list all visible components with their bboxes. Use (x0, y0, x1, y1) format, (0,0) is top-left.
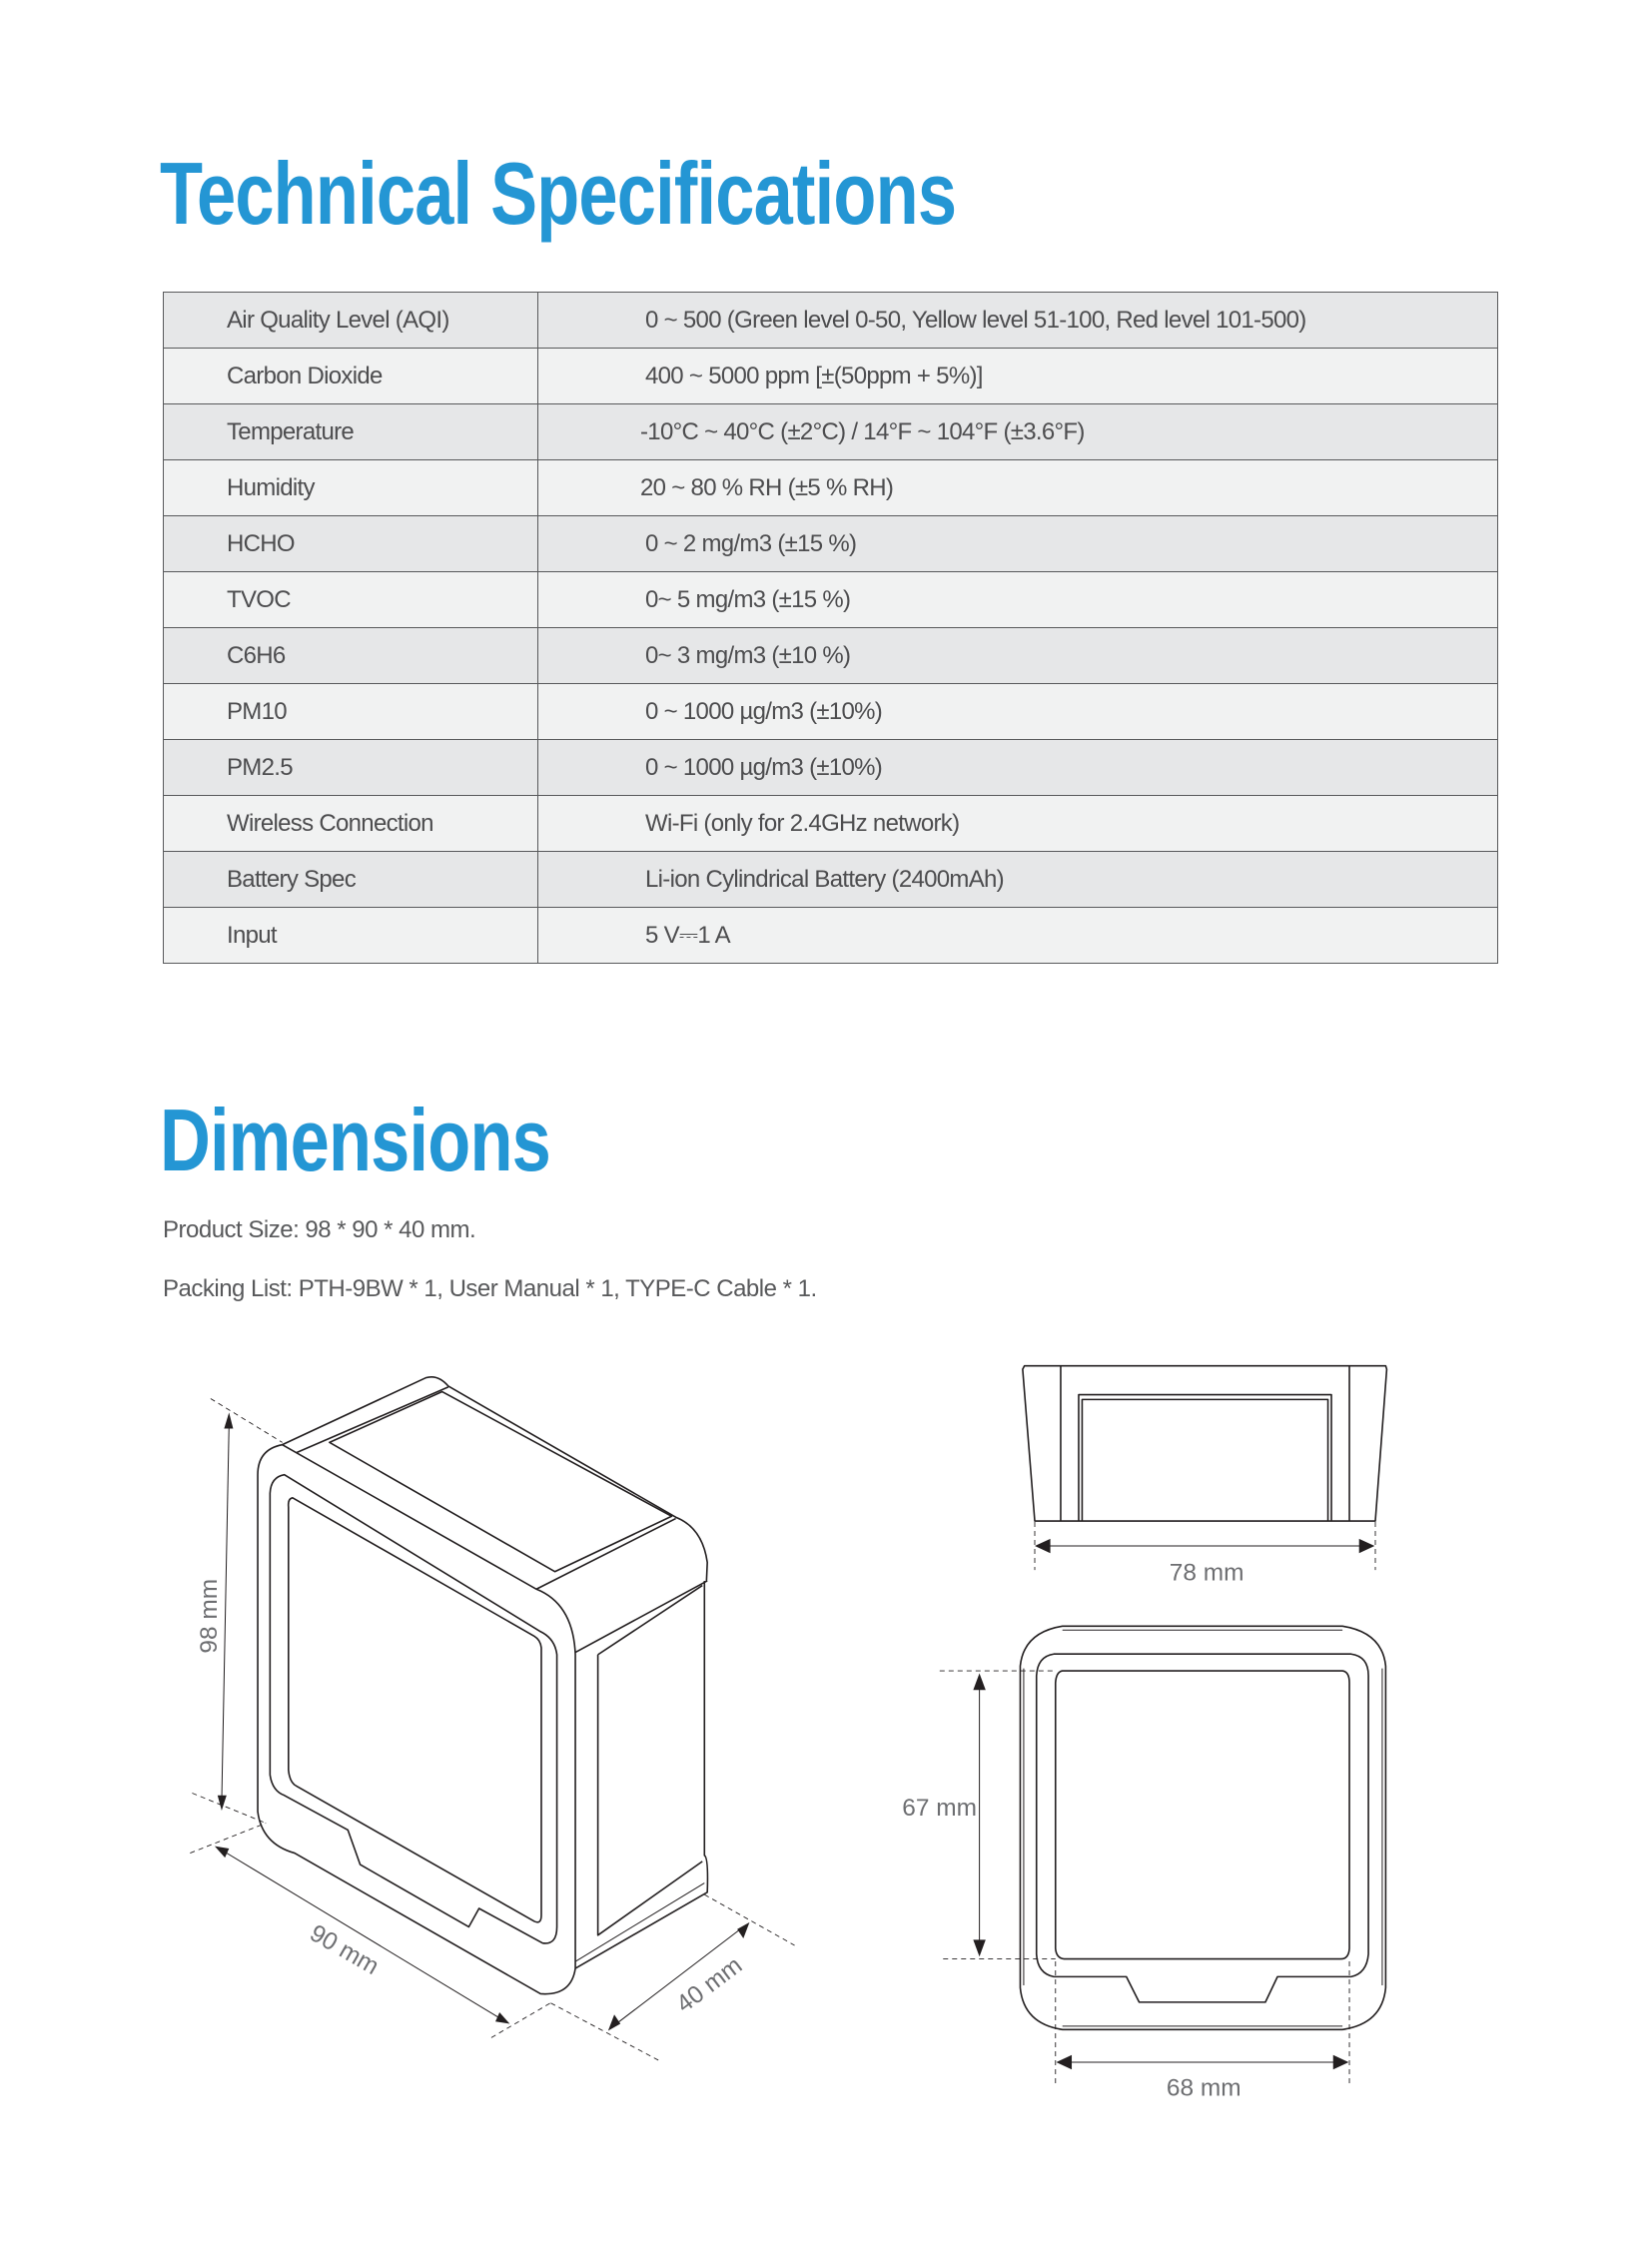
spec-label: TVOC (163, 571, 538, 628)
screen-width-dimension-label: 68 mm (1167, 2075, 1241, 2102)
spec-value: 0~ 5 mg/m3 (±15 %) (537, 571, 1498, 628)
isometric-device-drawing (190, 1377, 794, 2061)
spec-label: PM10 (163, 683, 538, 740)
section-title-dimensions: Dimensions (160, 1091, 551, 1189)
spec-label: HCHO (163, 515, 538, 572)
spec-value: 20 ~ 80 % RH (±5 % RH) (537, 459, 1498, 516)
top-width-dimension-label: 78 mm (1170, 1559, 1244, 1586)
depth-dimension-label: 40 mm (671, 1951, 747, 2018)
spec-value: 5 V⎓1 A (537, 907, 1498, 964)
width-dimension-label: 90 mm (306, 1919, 384, 1980)
spec-value: 0~ 3 mg/m3 (±10 %) (537, 627, 1498, 684)
spec-value: Wi-Fi (only for 2.4GHz network) (537, 795, 1498, 852)
spec-label: Humidity (163, 459, 538, 516)
spec-label: Air Quality Level (AQI) (163, 292, 538, 349)
spec-value: 0 ~ 2 mg/m3 (±15 %) (537, 515, 1498, 572)
spec-value: 0 ~ 1000 µg/m3 (±10%) (537, 683, 1498, 740)
spec-value: 0 ~ 500 (Green level 0-50, Yellow level … (537, 292, 1498, 349)
table-row: Temperature-10°C ~ 40°C (±2°C) / 14°F ~ … (163, 403, 1498, 460)
spec-value: 0 ~ 1000 µg/m3 (±10%) (537, 739, 1498, 796)
packing-list-text: Packing List: PTH-9BW * 1, User Manual *… (163, 1275, 817, 1302)
spec-label: PM2.5 (163, 739, 538, 796)
height-dimension-label: 98 mm (196, 1579, 223, 1654)
product-size-text: Product Size: 98 * 90 * 40 mm. (163, 1216, 476, 1243)
table-row: Air Quality Level (AQI)0 ~ 500 (Green le… (163, 292, 1498, 349)
spec-value: -10°C ~ 40°C (±2°C) / 14°F ~ 104°F (±3.6… (537, 403, 1498, 460)
page-title-technical-specifications: Technical Specifications (160, 144, 957, 243)
orthographic-device-drawings (940, 1366, 1387, 2086)
spec-label: Carbon Dioxide (163, 348, 538, 404)
spec-value: Li-ion Cylindrical Battery (2400mAh) (537, 851, 1498, 908)
specs-table: Air Quality Level (AQI)0 ~ 500 (Green le… (163, 292, 1498, 964)
spec-label: Input (163, 907, 538, 964)
spec-label: C6H6 (163, 627, 538, 684)
spec-label: Temperature (163, 403, 538, 460)
spec-label: Wireless Connection (163, 795, 538, 852)
screen-height-dimension-label: 67 mm (902, 1795, 977, 1822)
